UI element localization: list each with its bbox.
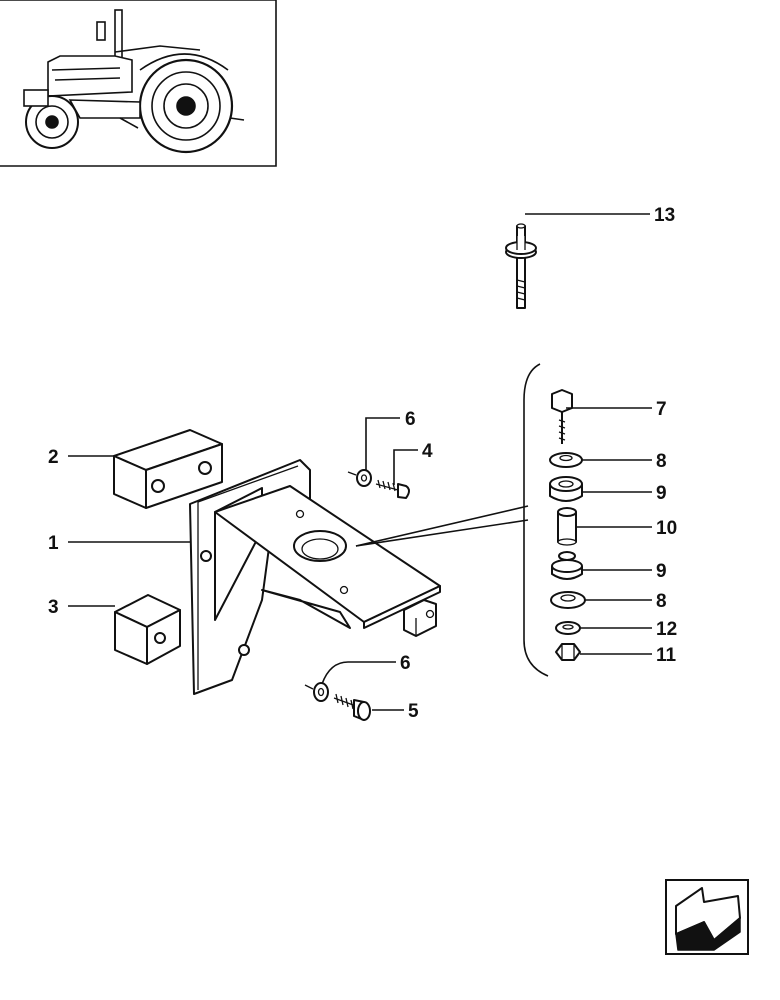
tractor-thumbnail bbox=[0, 0, 277, 167]
callout-7: 7 bbox=[656, 399, 667, 420]
callout-6-lower: 6 bbox=[400, 653, 411, 674]
part-13-pin bbox=[505, 223, 537, 309]
part-6-washer-upper bbox=[347, 469, 372, 487]
callout-labels: 13 2 1 3 6 4 6 5 7 8 9 10 9 8 12 11 bbox=[48, 205, 677, 722]
callout-13: 13 bbox=[654, 205, 675, 226]
part-3-block bbox=[114, 594, 181, 665]
back-arrow-button[interactable] bbox=[665, 879, 749, 955]
callout-9-upper: 9 bbox=[656, 483, 667, 504]
tractor-icon bbox=[23, 9, 245, 154]
part-11-nut bbox=[555, 643, 581, 661]
part-9-bush-lower bbox=[551, 551, 583, 580]
part-8-washer-upper bbox=[549, 452, 583, 468]
part-12-lock-washer bbox=[555, 621, 581, 635]
part-1-bracket bbox=[189, 459, 441, 695]
part-10-spacer bbox=[557, 507, 577, 546]
callout-6-upper: 6 bbox=[405, 409, 416, 430]
callout-8-upper: 8 bbox=[656, 451, 667, 472]
back-arrow-icon bbox=[675, 887, 741, 951]
part-8-washer-lower bbox=[550, 591, 586, 609]
callout-2: 2 bbox=[48, 447, 59, 468]
callout-3: 3 bbox=[48, 597, 59, 618]
part-6-washer-lower bbox=[304, 682, 329, 702]
callout-12: 12 bbox=[656, 619, 677, 640]
callout-1: 1 bbox=[48, 533, 59, 554]
callout-4: 4 bbox=[422, 441, 433, 462]
converging-leader-lower bbox=[355, 519, 529, 547]
part-5-bolt bbox=[333, 693, 371, 721]
part-7-bolt bbox=[551, 389, 573, 444]
callout-11: 11 bbox=[656, 645, 677, 666]
part-4-bolt bbox=[375, 479, 410, 499]
converging-leader-upper bbox=[355, 505, 529, 547]
leader-lines bbox=[68, 213, 652, 711]
part-9-bush-upper bbox=[549, 476, 583, 502]
callout-5: 5 bbox=[408, 701, 419, 722]
part-2-block bbox=[113, 429, 223, 509]
callout-8-lower: 8 bbox=[656, 591, 667, 612]
callout-10: 10 bbox=[656, 518, 677, 539]
callout-9-lower: 9 bbox=[656, 561, 667, 582]
